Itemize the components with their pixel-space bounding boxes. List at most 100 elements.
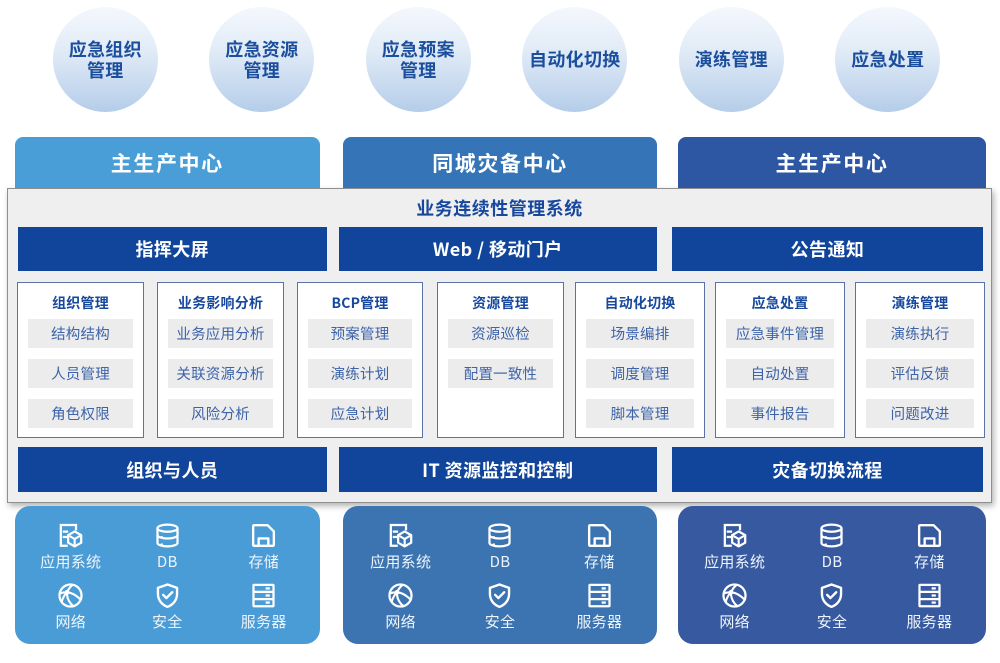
database-icon (154, 522, 181, 550)
server-icon (250, 582, 277, 610)
infra-label: DB (489, 550, 511, 572)
system-title: 业务连续性管理系统 (416, 194, 583, 221)
bubble-5: 应急处置 (835, 7, 941, 112)
module-item: 业务应用分析 (168, 319, 273, 348)
infra-label: 应用系统 (40, 550, 102, 572)
bubble-label: 应急资源 管理 (225, 35, 299, 83)
infra-cell: 存储 (881, 516, 978, 576)
security-icon (154, 582, 181, 610)
infra-grid: 应用系统 DB 存储 网络 安全 (23, 516, 313, 636)
infra-cell: 安全 (450, 576, 549, 636)
database-icon (818, 522, 845, 550)
infra-label: 存储 (248, 550, 280, 572)
module-box-4: 自动化切换 场景编排 调度管理 脚本管理 (575, 282, 705, 438)
storage-icon (586, 522, 613, 550)
infra-cell: 网络 (686, 576, 783, 636)
module-item: 关联资源分析 (168, 359, 273, 388)
module-item: 角色权限 (28, 399, 133, 428)
infra-label: 服务器 (240, 610, 287, 632)
foundation-bar-label: 灾备切换流程 (772, 456, 883, 483)
module-box-0: 组织管理 结构结构 人员管理 角色权限 (17, 282, 144, 438)
module-item: 预案管理 (308, 319, 412, 348)
infra-cell: 网络 (23, 576, 120, 636)
infra-cell: 存储 (550, 516, 649, 576)
network-icon (57, 582, 84, 610)
infra-label: 存储 (584, 550, 615, 572)
module-item: 演练执行 (866, 319, 974, 348)
app-system-icon (387, 522, 414, 550)
infra-label: 安全 (816, 610, 848, 632)
module-item: 场景编排 (586, 319, 694, 348)
module-item: 应急计划 (308, 399, 412, 428)
bubble-label: 演练管理 (694, 46, 768, 72)
infra-cell: 服务器 (216, 576, 313, 636)
module-title: 组织管理 (52, 292, 109, 313)
module-title: 应急处置 (751, 292, 809, 313)
module-item: 配置一致性 (448, 359, 553, 388)
infra-label: DB (156, 550, 178, 572)
infra-label: 服务器 (576, 610, 623, 632)
app-system-icon (721, 522, 748, 550)
server-icon (586, 582, 613, 610)
infra-label: 安全 (151, 610, 183, 632)
system-panel: 业务连续性管理系统 指挥大屏 Web / 移动门户 公告通知 组织管理 结构结构… (7, 187, 992, 503)
bubble-4: 演练管理 (678, 7, 784, 112)
module-item: 演练计划 (308, 359, 412, 388)
infra-cell: 服务器 (881, 576, 978, 636)
bubble-label: 应急处置 (851, 46, 925, 72)
module-title: 资源管理 (472, 292, 529, 313)
module-item: 应急事件管理 (726, 319, 834, 348)
infra-panel-medium-1: 应用系统 DB 存储 网络 安全 (343, 506, 657, 644)
app-system-icon (57, 522, 84, 550)
module-item: 自动处置 (726, 359, 834, 388)
center-bar-label: 主生产中心 (775, 147, 889, 178)
bubble-1: 应急资源 管理 (209, 7, 315, 112)
infra-cell: 应用系统 (686, 516, 783, 576)
module-title: BCP管理 (331, 292, 389, 313)
infra-cell: DB (450, 516, 549, 576)
center-bar-label: 主生产中心 (110, 147, 224, 178)
foundation-bar-2: 灾备切换流程 (671, 447, 984, 492)
module-box-2: BCP管理 预案管理 演练计划 应急计划 (297, 282, 423, 438)
module-item: 资源巡检 (448, 319, 553, 348)
portal-bar-0: 指挥大屏 (17, 227, 327, 271)
infra-label: 网络 (385, 610, 416, 632)
module-box-1: 业务影响分析 业务应用分析 关联资源分析 风险分析 (157, 282, 284, 438)
module-item: 事件报告 (726, 399, 834, 428)
database-icon (486, 522, 513, 550)
portal-bar-1: Web / 移动门户 (338, 227, 657, 271)
storage-icon (916, 522, 943, 550)
module-box-3: 资源管理 资源巡检 配置一致性 (437, 282, 564, 438)
infra-cell: 安全 (783, 576, 880, 636)
infra-grid: 应用系统 DB 存储 网络 安全 (686, 516, 978, 636)
module-item: 脚本管理 (586, 399, 694, 428)
bubble-label: 自动化切换 (529, 46, 621, 72)
network-icon (721, 582, 748, 610)
bubble-2: 应急预案 管理 (365, 7, 471, 112)
infra-panel-dark-2: 应用系统 DB 存储 网络 安全 (678, 506, 986, 644)
infra-label: 存储 (914, 550, 945, 572)
security-icon (486, 582, 513, 610)
bubble-label: 应急预案 管理 (381, 35, 455, 83)
bubble-0: 应急组织 管理 (52, 7, 158, 112)
bubble-label: 应急组织 管理 (68, 35, 142, 83)
foundation-bar-label: 组织与人员 (126, 456, 219, 483)
infra-grid: 应用系统 DB 存储 网络 安全 (351, 516, 649, 636)
infra-cell: 服务器 (550, 576, 649, 636)
portal-bar-label: 公告通知 (790, 236, 865, 262)
center-bar-light: 主生产中心 (14, 137, 320, 188)
module-item: 调度管理 (586, 359, 694, 388)
infra-label: 网络 (719, 610, 750, 632)
module-item: 风险分析 (168, 399, 273, 428)
module-item: 结构结构 (28, 319, 133, 348)
security-icon (818, 582, 845, 610)
module-title: 演练管理 (891, 292, 949, 313)
infra-label: 网络 (55, 610, 87, 632)
center-bar-medium: 同城灾备中心 (343, 137, 657, 188)
storage-icon (250, 522, 277, 550)
network-icon (387, 582, 414, 610)
infra-label: 应用系统 (704, 550, 766, 572)
center-bar-dark: 主生产中心 (678, 137, 986, 188)
center-bar-label: 同城灾备中心 (432, 147, 568, 178)
